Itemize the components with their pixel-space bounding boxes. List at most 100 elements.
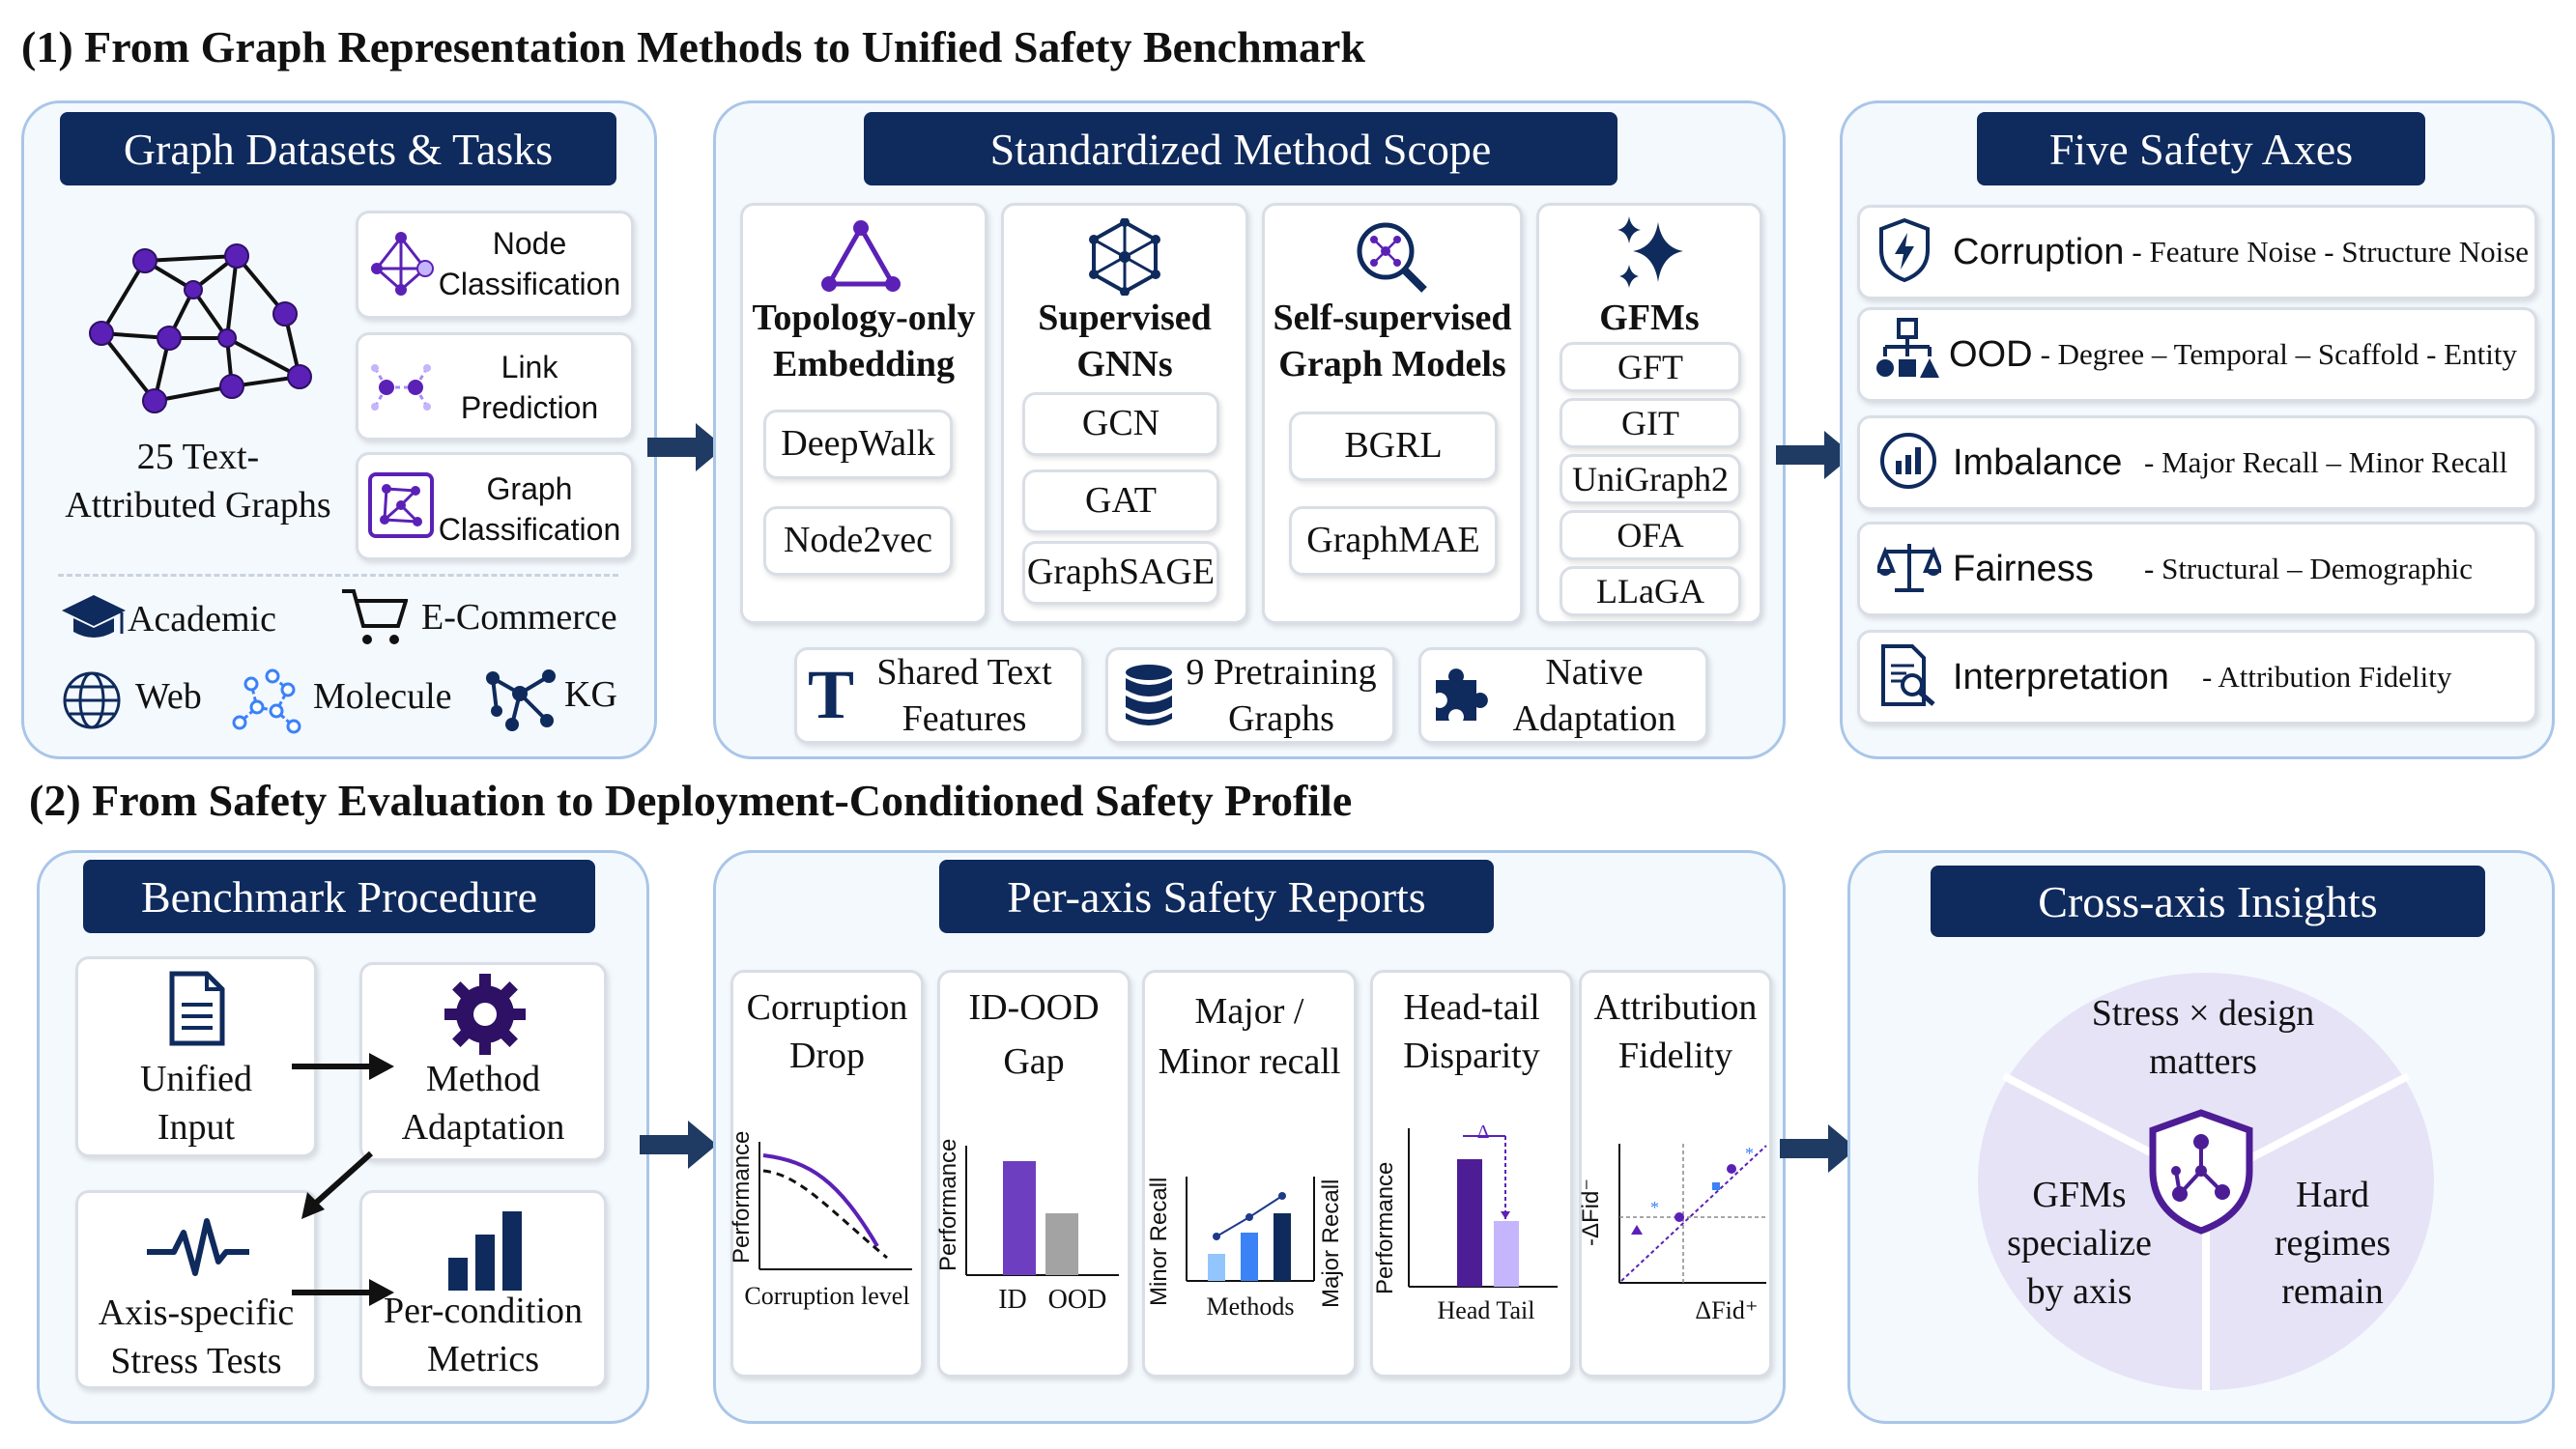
step-unified-line1: Unified	[139, 1059, 253, 1100]
report-recall-title2: Minor recall	[1158, 1041, 1341, 1083]
step-stress-line2: Stress Tests	[110, 1341, 282, 1382]
idood-xlabel-id: ID	[998, 1285, 1027, 1315]
step-stress-line1: Axis-specific	[98, 1293, 295, 1334]
axis-imbalance-detail: - Major Recall – Minor Recall	[2144, 445, 2508, 479]
group-topology-title1: Topology-only	[752, 298, 976, 339]
task-link-line1: Link	[501, 350, 558, 384]
report-corruption-title2: Drop	[788, 1036, 866, 1077]
method-graphsage: GraphSAGE	[1022, 541, 1219, 605]
group-supervised-title2: GNNs	[1076, 344, 1173, 385]
head-tail-chart	[1401, 1124, 1565, 1289]
academic-icon	[60, 591, 128, 645]
group-topology-title2: Embedding	[773, 344, 955, 385]
group-supervised-title1: Supervised	[1038, 298, 1212, 339]
task-graph-line2: Classification	[438, 512, 621, 547]
feature-shared-text	[794, 647, 1084, 744]
step-method-line1: Method	[425, 1059, 541, 1100]
task-card-link	[356, 332, 634, 440]
graph-caption-line1: 25 Text-	[136, 437, 260, 478]
method-node2vec: Node2vec	[763, 506, 953, 576]
method-git: GIT	[1560, 398, 1741, 448]
cart-icon	[340, 585, 409, 649]
id-ood-chart	[939, 1140, 1129, 1281]
domain-molecule: Molecule	[313, 676, 452, 717]
graph-caption-line2: Attributed Graphs	[65, 485, 331, 526]
arrow-step2-to-3	[296, 1150, 377, 1223]
attr-xlabel: ΔFid⁺	[1695, 1296, 1759, 1324]
corruption-ylabel: Performance	[729, 1131, 767, 1264]
report-attribution	[1579, 970, 1772, 1378]
datasets-divider	[58, 574, 618, 577]
axis-corruption-detail: - Feature Noise - Structure Noise	[2132, 235, 2530, 269]
group-selfsup-title1: Self-supervised	[1273, 298, 1512, 339]
triangle-graph-icon	[817, 218, 904, 296]
insight-right-line2: regimes	[2274, 1223, 2391, 1264]
axis-fairness: Fairness - Structural – Demographic	[1857, 522, 2537, 616]
axis-interpretation-detail: - Attribution Fidelity	[2202, 660, 2452, 694]
recall-xlabel: Methods	[1206, 1293, 1295, 1321]
section1-title: (1) From Graph Representation Methods to…	[21, 22, 1365, 71]
task-node-line1: Node	[492, 226, 567, 261]
molecule-icon	[230, 665, 307, 736]
graph-search-icon	[1353, 218, 1430, 296]
insight-left-line1: GFMs	[2032, 1175, 2127, 1216]
headtail-xlabel: Head Tail	[1437, 1296, 1535, 1324]
group-gfms-title: GFMs	[1599, 298, 1700, 339]
database-icon	[1123, 663, 1175, 728]
domain-academic: Academic	[128, 599, 277, 639]
arrow-right-3	[640, 1119, 719, 1171]
step-percondition-line2: Metrics	[426, 1339, 540, 1380]
report-head-tail	[1370, 970, 1573, 1378]
step-percondition-line1: Per-condition	[383, 1291, 584, 1332]
method-deepwalk: DeepWalk	[763, 410, 953, 479]
feature-shared-line1: Shared Text	[876, 652, 1052, 694]
axis-corruption: Corruption - Feature Noise - Structure N…	[1857, 205, 2537, 299]
axis-ood-detail: - Degree – Temporal – Scaffold - Entity	[2040, 337, 2517, 371]
reports-header: Per-axis Safety Reports	[939, 860, 1494, 933]
axis-ood: OOD - Degree – Temporal – Scaffold - Ent…	[1857, 307, 2537, 402]
attribution-chart: **	[1616, 1140, 1770, 1285]
domain-kg: KG	[564, 674, 617, 715]
web-globe-icon	[62, 670, 122, 730]
procedure-header: Benchmark Procedure	[83, 860, 595, 933]
axis-imbalance: Imbalance - Major Recall – Minor Recall	[1857, 415, 2537, 510]
axis-fairness-detail: - Structural – Demographic	[2144, 552, 2474, 585]
node-classification-icon	[367, 230, 435, 298]
insight-right-line3: remain	[2281, 1271, 2384, 1313]
section2-title: (2) From Safety Evaluation to Deployment…	[29, 776, 1353, 825]
heartbeat-icon	[145, 1213, 251, 1281]
domain-ecommerce: E-Commerce	[421, 597, 617, 638]
corruption-xlabel: Corruption level	[744, 1282, 910, 1310]
arrow-right-2	[1776, 429, 1855, 481]
domain-web: Web	[135, 676, 202, 717]
scales-icon	[1875, 540, 1947, 599]
headtail-delta: Δ	[1476, 1121, 1490, 1143]
report-headtail-title2: Disparity	[1403, 1036, 1540, 1077]
report-headtail-title1: Head-tail	[1403, 987, 1540, 1029]
report-recall-title1: Major /	[1194, 991, 1304, 1033]
axis-interpretation-name: Interpretation	[1953, 656, 2169, 697]
recall-ylabel-left: Minor Recall	[1146, 1178, 1185, 1306]
link-prediction-icon	[367, 354, 435, 421]
shield-network-icon	[2147, 1109, 2255, 1235]
method-graphmae: GraphMAE	[1289, 506, 1498, 576]
axis-fairness-name: Fairness	[1953, 548, 2094, 589]
axis-interpretation: Interpretation - Attribution Fidelity	[1857, 630, 2537, 724]
feature-shared-line2: Features	[902, 698, 1027, 740]
task-graph-line1: Graph	[486, 471, 573, 506]
headtail-ylabel: Performance	[1372, 1162, 1411, 1294]
insight-left-line3: by axis	[2026, 1271, 2132, 1313]
hexagon-network-icon	[1086, 217, 1163, 297]
method-bgrl: BGRL	[1289, 412, 1498, 481]
arrow-right-4	[1780, 1122, 1859, 1175]
step-unified-line2: Input	[157, 1107, 236, 1149]
task-node-line2: Classification	[438, 267, 621, 301]
report-attr-title1: Attribution	[1593, 987, 1758, 1029]
feature-native-line1: Native	[1545, 652, 1644, 694]
report-attr-title2: Fidelity	[1617, 1036, 1733, 1077]
attr-ylabel: -ΔFid⁻	[1578, 1178, 1604, 1246]
method-gcn: GCN	[1022, 392, 1219, 456]
feature-pretraining-line1: 9 Pretraining	[1186, 652, 1377, 694]
arrow-step1-to-2	[292, 1047, 398, 1086]
document-search-icon	[1877, 642, 1947, 713]
